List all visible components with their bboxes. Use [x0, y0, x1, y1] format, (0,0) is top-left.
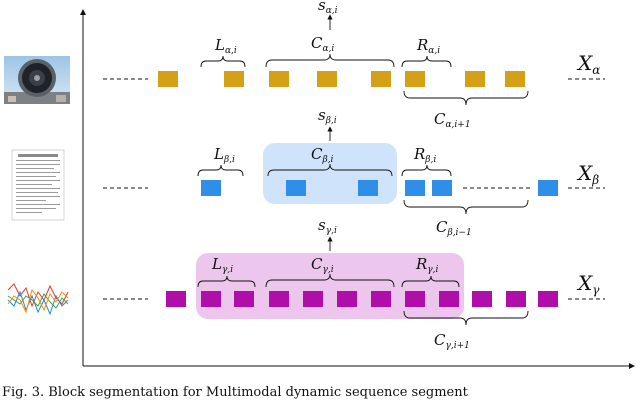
- alpha-block: [405, 71, 425, 87]
- gamma-block: [405, 291, 425, 307]
- gamma-center-brace: [265, 273, 395, 288]
- beta-block: [432, 180, 452, 196]
- gamma-block: [472, 291, 492, 307]
- alpha-center-brace: [265, 53, 395, 68]
- beta-R-label: Rβ,i: [413, 145, 436, 165]
- alpha-right-brace: [401, 55, 452, 68]
- gamma-C-label: Cγ,i: [311, 255, 334, 275]
- beta-s-label: sβ,i: [318, 106, 337, 126]
- gamma-s-label: sγ,i: [318, 216, 337, 236]
- gamma-R-label: Rγ,i: [415, 255, 439, 275]
- beta-right-brace: [401, 164, 452, 177]
- gamma-block: [269, 291, 289, 307]
- gamma-block: [439, 291, 459, 307]
- jet-engine-photo: [4, 56, 70, 104]
- gamma-left-brace: [197, 275, 256, 288]
- gamma-L-label: Lγ,i: [211, 255, 233, 275]
- alpha-block: [224, 71, 244, 87]
- beta-block: [538, 180, 558, 196]
- beta-X-label: Xβ: [576, 161, 599, 187]
- alpha-R-label: Rα,i: [416, 36, 440, 56]
- beta-block: [358, 180, 378, 196]
- gamma-C2-label: Cγ,i+1: [434, 331, 470, 351]
- gamma-window-highlight: [196, 253, 464, 319]
- gamma-block: [506, 291, 526, 307]
- alpha-left-brace: [200, 55, 246, 68]
- beta-C-label: Cβ,i: [311, 145, 334, 165]
- figure-caption: Fig. 3. Block segmentation for Multimoda…: [2, 386, 640, 400]
- gamma-block: [337, 291, 357, 307]
- gamma-block: [538, 291, 558, 307]
- caption-text: Fig. 3. Block segmentation for Multimoda…: [2, 386, 468, 400]
- beta-left-brace: [197, 164, 244, 177]
- beta-L-label: Lβ,i: [213, 145, 235, 165]
- alpha-block: [158, 71, 178, 87]
- alpha-C2-label: Cα,i+1: [434, 110, 471, 130]
- alpha-X-label: Xα: [576, 51, 600, 77]
- alpha-block: [317, 71, 337, 87]
- gamma-right-brace: [401, 275, 460, 288]
- alpha-block: [505, 71, 525, 87]
- beta-lower-brace: [403, 199, 529, 215]
- gamma-X-label: Xγ: [576, 271, 600, 297]
- beta-center-brace: [267, 163, 393, 177]
- gamma-lower-brace: [403, 310, 529, 326]
- beta-block: [405, 180, 425, 196]
- beta-C2-label: Cβ,i−1: [436, 218, 472, 238]
- signal-waveforms: [7, 283, 69, 316]
- gamma-block: [371, 291, 391, 307]
- gamma-block: [234, 291, 254, 307]
- gamma-block: [201, 291, 221, 307]
- alpha-block: [371, 71, 391, 87]
- alpha-lower-brace: [403, 90, 529, 106]
- document-thumbnail: [11, 149, 65, 221]
- beta-block: [201, 180, 221, 196]
- beta-block: [286, 180, 306, 196]
- gamma-block: [166, 291, 186, 307]
- alpha-s-label: sα,i: [318, 0, 338, 16]
- alpha-block: [269, 71, 289, 87]
- gamma-block: [303, 291, 323, 307]
- alpha-block: [465, 71, 485, 87]
- alpha-C-label: Cα,i: [311, 34, 334, 54]
- alpha-L-label: Lα,i: [214, 36, 237, 56]
